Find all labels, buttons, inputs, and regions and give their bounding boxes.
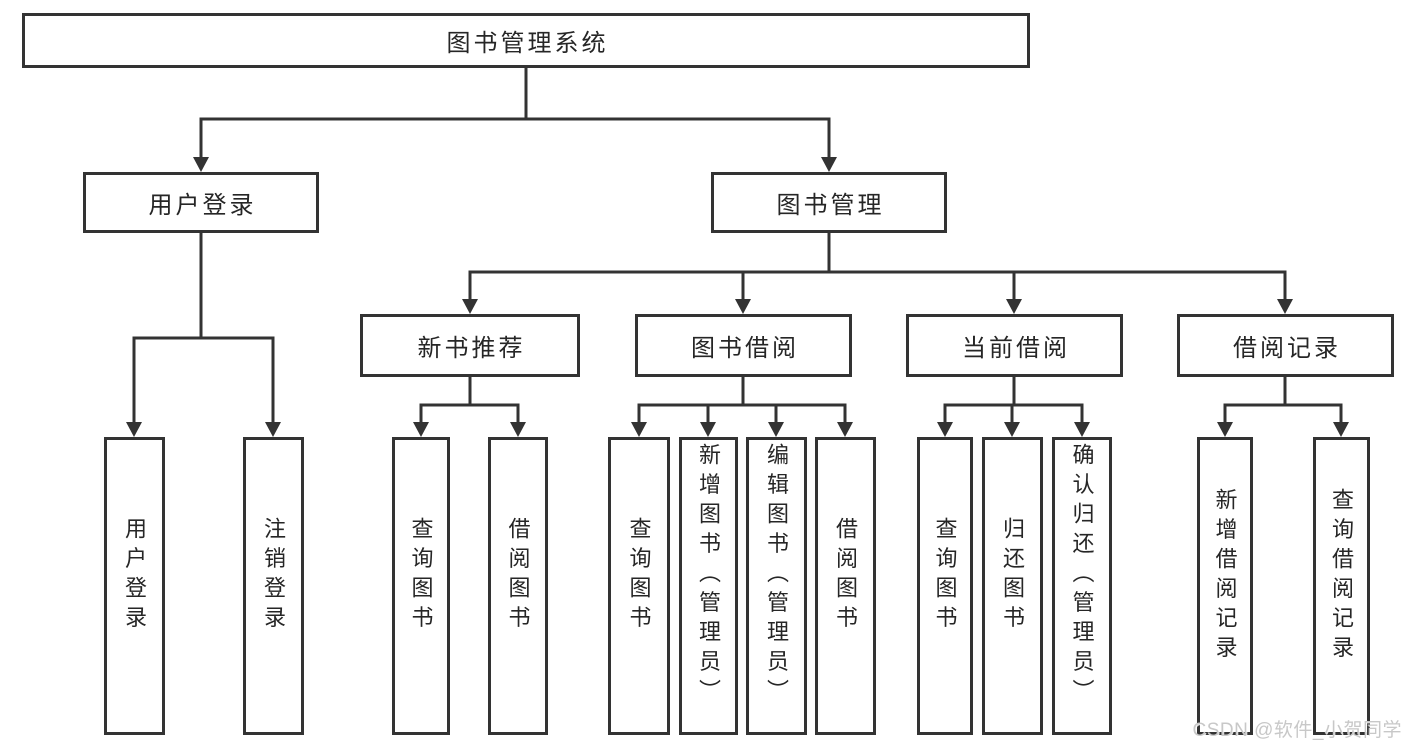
- watermark: CSDN @软件_小贺同学: [1192, 720, 1402, 741]
- node-label: 用户登录: [148, 192, 257, 219]
- node-label: 编辑图书（管理员）: [764, 443, 790, 709]
- level3-node-borrow-record: 借阅记录: [1177, 314, 1394, 377]
- node-label: 查询图书: [932, 517, 958, 635]
- level2-node-user-login: 用户登录: [83, 172, 319, 233]
- leaf-node: 查询图书: [392, 437, 450, 735]
- node-label: 查询借阅记录: [1329, 487, 1355, 665]
- node-label: 图书管理: [776, 192, 885, 219]
- node-label: 当前借阅: [962, 335, 1070, 362]
- leaf-node: 借阅图书: [815, 437, 876, 735]
- node-label: 新增图书（管理员）: [696, 443, 722, 709]
- level3-node-book-borrow: 图书借阅: [635, 314, 852, 377]
- node-label: 借阅记录: [1233, 335, 1341, 362]
- leaf-node: 归还图书: [982, 437, 1043, 735]
- node-label: 注销登录: [261, 517, 287, 635]
- leaf-node: 借阅图书: [488, 437, 548, 735]
- leaf-node: 注销登录: [243, 437, 304, 735]
- leaf-node: 用户登录: [104, 437, 165, 735]
- leaf-node: 编辑图书（管理员）: [746, 437, 807, 735]
- leaf-node: 查询图书: [608, 437, 670, 735]
- node-label: 借阅图书: [833, 517, 859, 635]
- leaf-node: 新增图书（管理员）: [679, 437, 738, 735]
- level2-node-book-management: 图书管理: [711, 172, 947, 233]
- node-label: 图书管理系统: [446, 30, 609, 57]
- node-label: 查询图书: [626, 517, 652, 635]
- node-label: 归还图书: [1000, 517, 1026, 635]
- node-label: 新增借阅记录: [1212, 487, 1238, 665]
- leaf-node: 查询借阅记录: [1313, 437, 1370, 735]
- node-label: 查询图书: [408, 517, 434, 635]
- node-label: 用户登录: [122, 517, 148, 635]
- node-label: 借阅图书: [505, 517, 531, 635]
- leaf-node: 确认归还（管理员）: [1052, 437, 1112, 735]
- node-label: 图书借阅: [691, 335, 799, 362]
- level3-node-current-borrow: 当前借阅: [906, 314, 1123, 377]
- node-label: 确认归还（管理员）: [1069, 443, 1095, 709]
- leaf-node: 查询图书: [917, 437, 973, 735]
- root-node-library-system: 图书管理系统: [22, 13, 1030, 68]
- level3-node-new-book-recommend: 新书推荐: [360, 314, 580, 377]
- node-label: 新书推荐: [417, 335, 526, 362]
- leaf-node: 新增借阅记录: [1197, 437, 1253, 735]
